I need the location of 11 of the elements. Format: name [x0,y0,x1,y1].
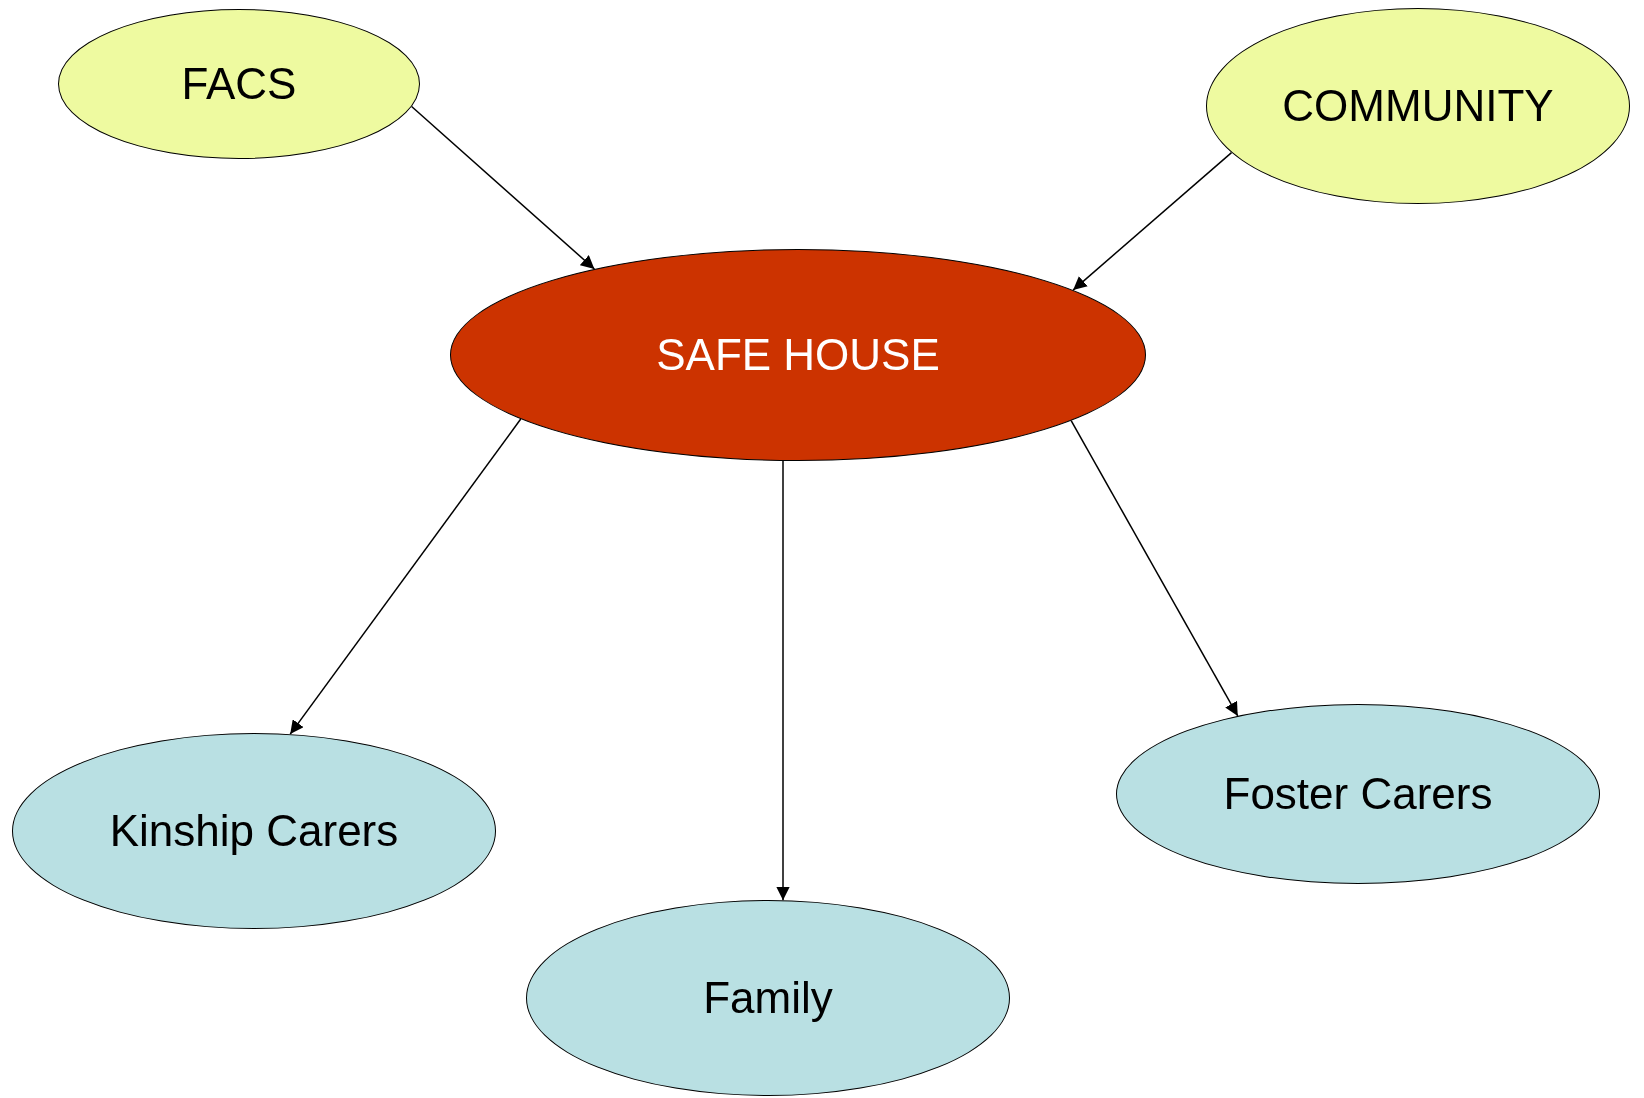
arrow [410,105,596,270]
node-label: Family [703,973,833,1023]
arrow [776,460,790,901]
node-label: Foster Carers [1223,769,1493,819]
node-label: SAFE HOUSE [656,330,940,380]
arrow [289,418,522,735]
arrow [1070,419,1239,717]
arrow [1072,151,1233,291]
node-label: FACS [181,59,297,109]
node-label: Kinship Carers [109,806,399,856]
node-label: COMMUNITY [1282,81,1554,131]
